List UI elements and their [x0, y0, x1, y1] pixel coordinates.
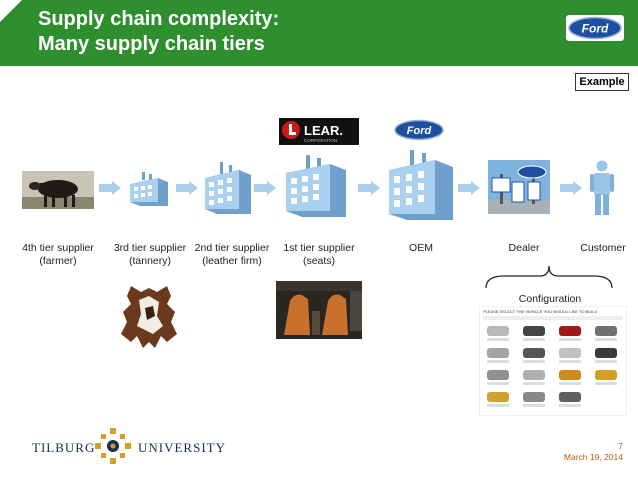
slide-title: Supply chain complexity: Many supply cha…: [38, 7, 279, 57]
label-1st-tier-line2: (seats): [302, 255, 336, 267]
arrow-icon: [99, 181, 121, 195]
label-oem: OEM: [409, 242, 433, 254]
label-1st-tier-line1: 1st tier supplier: [283, 242, 355, 254]
lear-logo-subtext: CORPORATION: [304, 138, 337, 143]
header-bar: [0, 0, 638, 66]
arrow-icon: [358, 181, 380, 195]
factory-icon-tannery: [130, 172, 168, 206]
ford-logo-header: Ford: [566, 15, 624, 41]
configuration-label: Configuration: [518, 293, 582, 305]
label-4th-tier-line2: (farmer): [39, 255, 77, 267]
label-4th-tier: 4th tier supplier (farmer): [12, 242, 104, 268]
label-3rd-tier-line1: 3rd tier supplier: [113, 242, 187, 254]
label-dealer: Dealer: [508, 242, 540, 254]
page-number: 7: [618, 441, 623, 451]
arrow-icon: [176, 181, 198, 195]
label-2nd-tier-line2: (leather firm): [202, 255, 262, 267]
label-2nd-tier: 2nd tier supplier (leather firm): [186, 242, 278, 268]
university-name-left: TILBURG: [32, 440, 96, 455]
customer-person-icon: [590, 160, 614, 215]
tilburg-university-emblem-icon: [95, 428, 131, 464]
header-corner-cut: [0, 0, 22, 22]
label-4th-tier-line1: 4th tier supplier: [22, 242, 94, 254]
vehicle-configurator-panel: PLEASE SELECT THE VEHICLE YOU WOULD LIKE…: [479, 306, 627, 416]
arrow-icon: [560, 181, 582, 195]
label-2nd-tier-line1: 2nd tier supplier: [194, 242, 270, 254]
lear-logo-text: LEAR.: [304, 123, 343, 138]
label-customer: Customer: [580, 242, 626, 254]
example-badge: Example: [575, 73, 629, 91]
ford-logo-header-text: Ford: [582, 22, 609, 36]
dealer-image: [488, 160, 550, 214]
configurator-panel-title: PLEASE SELECT THE VEHICLE YOU WOULD LIKE…: [483, 309, 597, 314]
lear-logo: LEAR. CORPORATION: [279, 118, 359, 145]
arrow-icon: [458, 181, 480, 195]
factory-icon-seats: [286, 155, 346, 217]
slide-date: March 19, 2014: [563, 452, 623, 462]
university-name-right: UNIVERSITY: [138, 440, 226, 455]
arrow-icon: [254, 181, 276, 195]
cow-image: [22, 171, 94, 209]
label-3rd-tier-line2: (tannery): [128, 255, 171, 267]
title-line-2: Many supply chain tiers: [38, 33, 265, 55]
ford-logo-oem: Ford: [394, 119, 444, 141]
configuration-brace: [485, 265, 613, 289]
cowhide-image: [121, 286, 177, 348]
title-line-1: Supply chain complexity:: [38, 8, 280, 30]
ford-logo-oem-text: Ford: [407, 125, 432, 137]
car-seats-image: [276, 281, 362, 339]
factory-icon-oem: [389, 150, 453, 220]
label-1st-tier: 1st tier supplier (seats): [274, 242, 364, 268]
factory-icon-leather-firm: [205, 162, 251, 214]
label-3rd-tier: 3rd tier supplier (tannery): [105, 242, 195, 268]
